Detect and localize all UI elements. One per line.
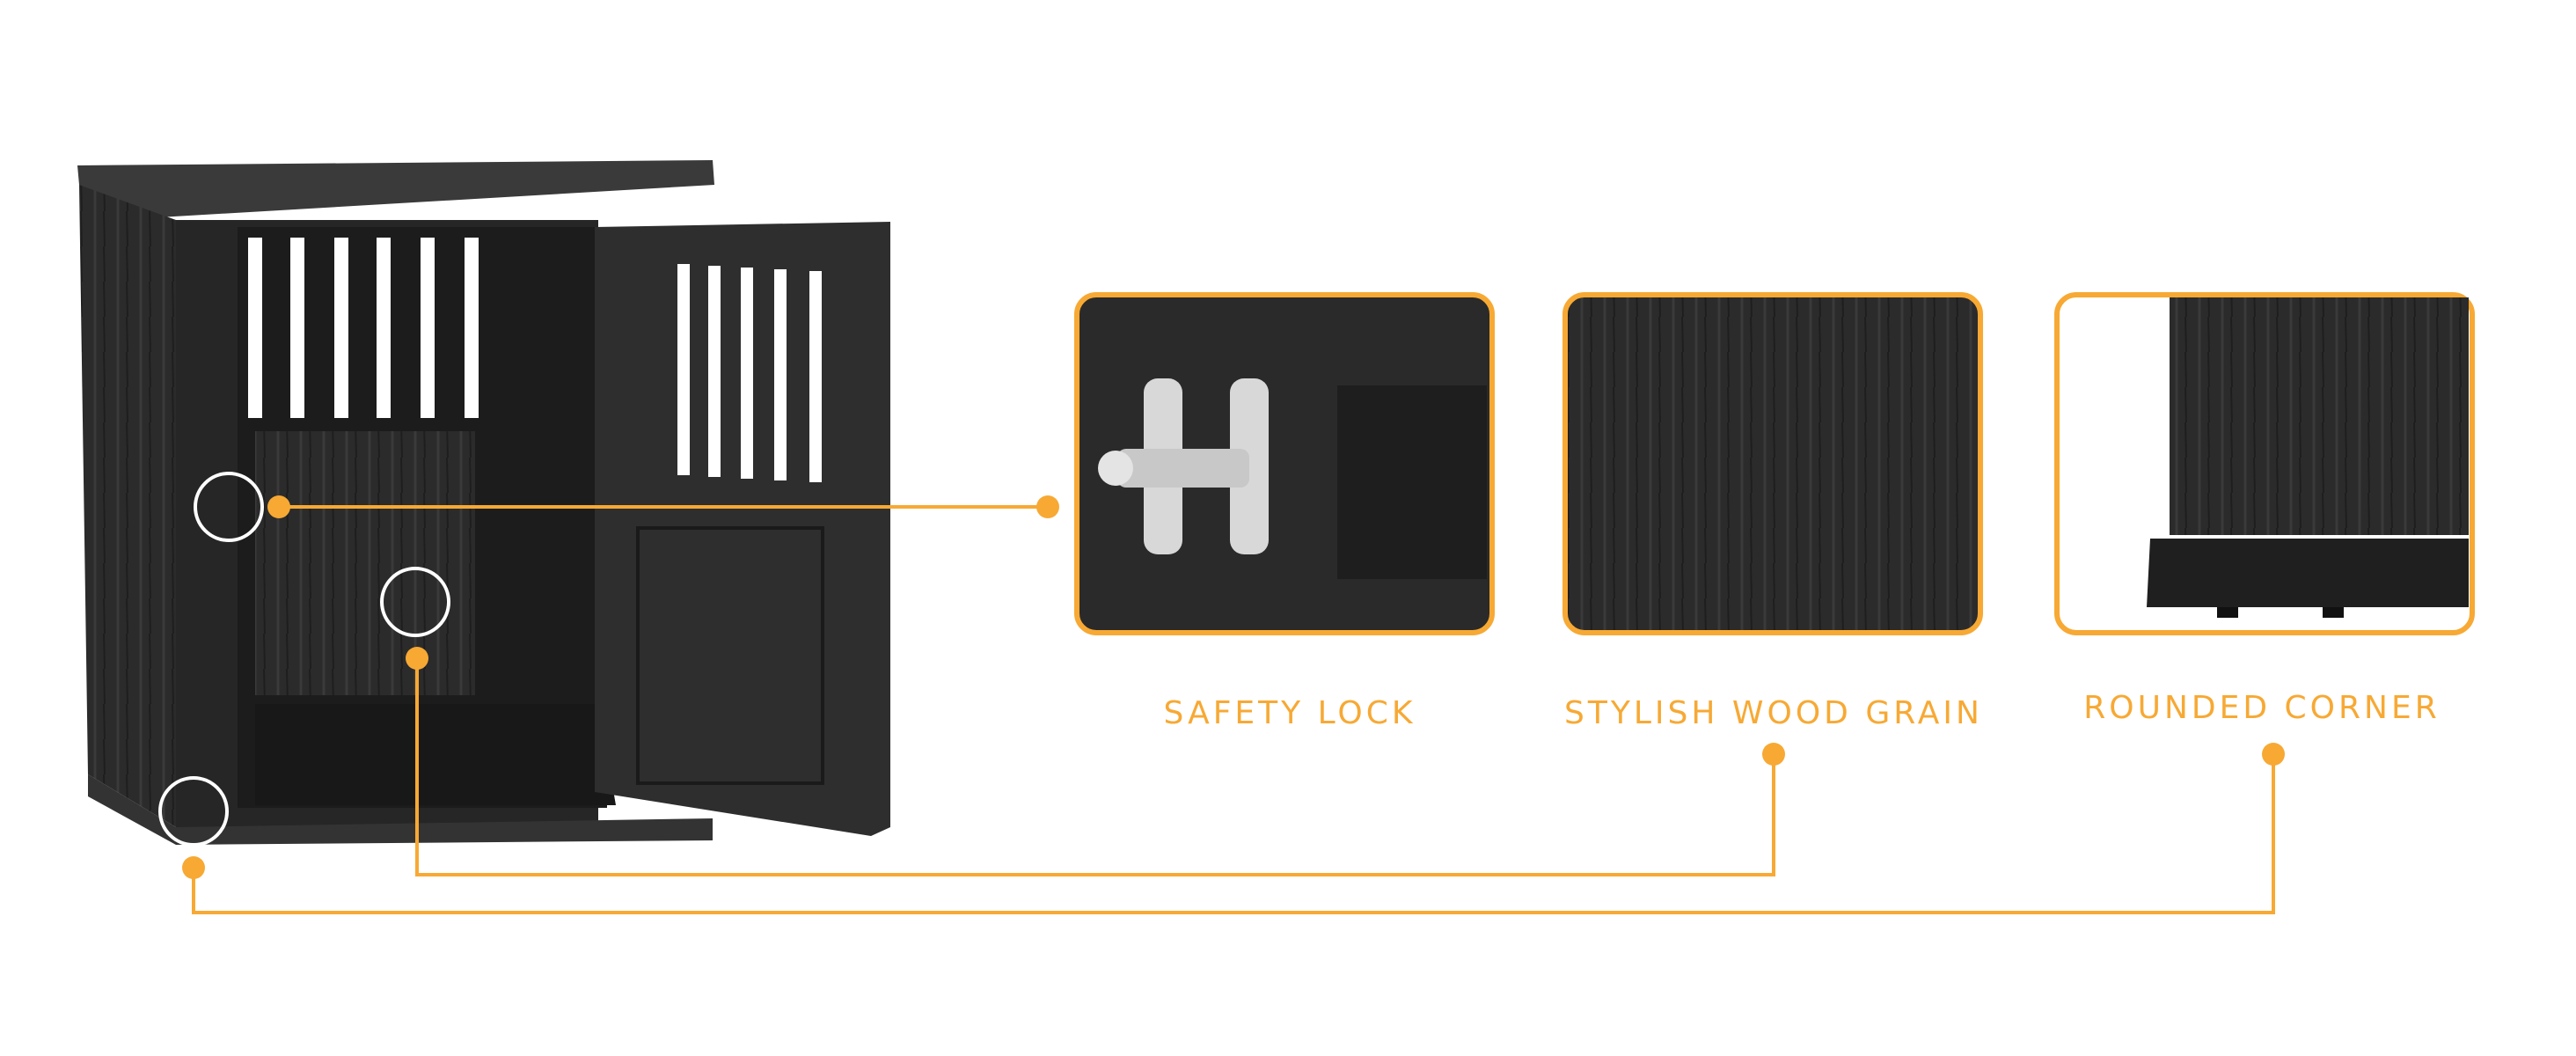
wood-grain-panel — [1562, 292, 1983, 635]
wood-grain-label: STYLISH WOOD GRAIN — [1564, 695, 1983, 731]
safety-lock-label: SAFETY LOCK — [1163, 695, 1416, 731]
callout-lines — [192, 505, 2275, 914]
highlight-circles — [158, 472, 450, 847]
dog-crate-image — [77, 160, 890, 845]
rounded-corner-label: ROUNDED CORNER — [2083, 690, 2441, 726]
rounded-corner-panel — [2054, 292, 2475, 635]
callout-dots — [182, 495, 2285, 879]
safety-lock-panel — [1074, 292, 1495, 635]
